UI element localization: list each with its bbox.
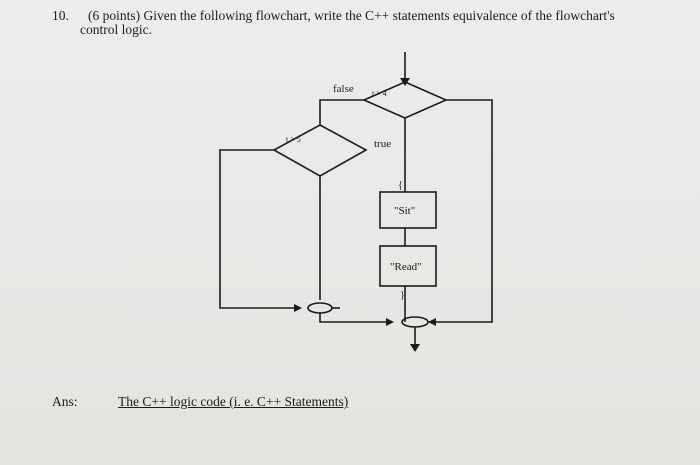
- close-brace-label: }: [400, 290, 405, 301]
- outer-decision-diamond: [362, 81, 448, 119]
- false-label: false: [333, 83, 354, 95]
- inner-false-connector: [219, 149, 300, 309]
- outer-loop-connector: [428, 99, 493, 323]
- entry-arrowhead: [400, 78, 410, 86]
- exit-arrowhead: [410, 344, 420, 352]
- question-text: (6 points) Given the following flowchart…: [88, 8, 615, 23]
- inner-merge-arrowhead: [294, 304, 302, 312]
- read-box-text: "Read": [390, 261, 422, 273]
- open-brace-label: {: [398, 180, 403, 191]
- answer-prompt: The C++ logic code (i. e. C++ Statements…: [118, 394, 349, 409]
- inner-decision-diamond: [272, 124, 368, 177]
- outer-merge-node: [401, 316, 429, 328]
- question-text-continued: control logic.: [80, 22, 152, 37]
- merge-link: [319, 313, 392, 323]
- sit-process-box: [379, 191, 437, 229]
- sit-box-text: "Sit": [394, 205, 415, 217]
- question-number: 10.: [52, 8, 69, 23]
- read-process-box: [379, 245, 437, 287]
- outer-false-connector: [319, 99, 364, 125]
- outer-merge-arrowhead-left: [386, 318, 394, 326]
- outer-merge-arrowhead-right: [428, 318, 436, 326]
- true-label: true: [374, 138, 391, 150]
- answer-label: Ans:: [52, 394, 78, 409]
- inner-condition-label: t > 5: [286, 135, 301, 144]
- inner-merge-node: [307, 302, 333, 314]
- outer-condition-label: t > 4: [372, 89, 387, 98]
